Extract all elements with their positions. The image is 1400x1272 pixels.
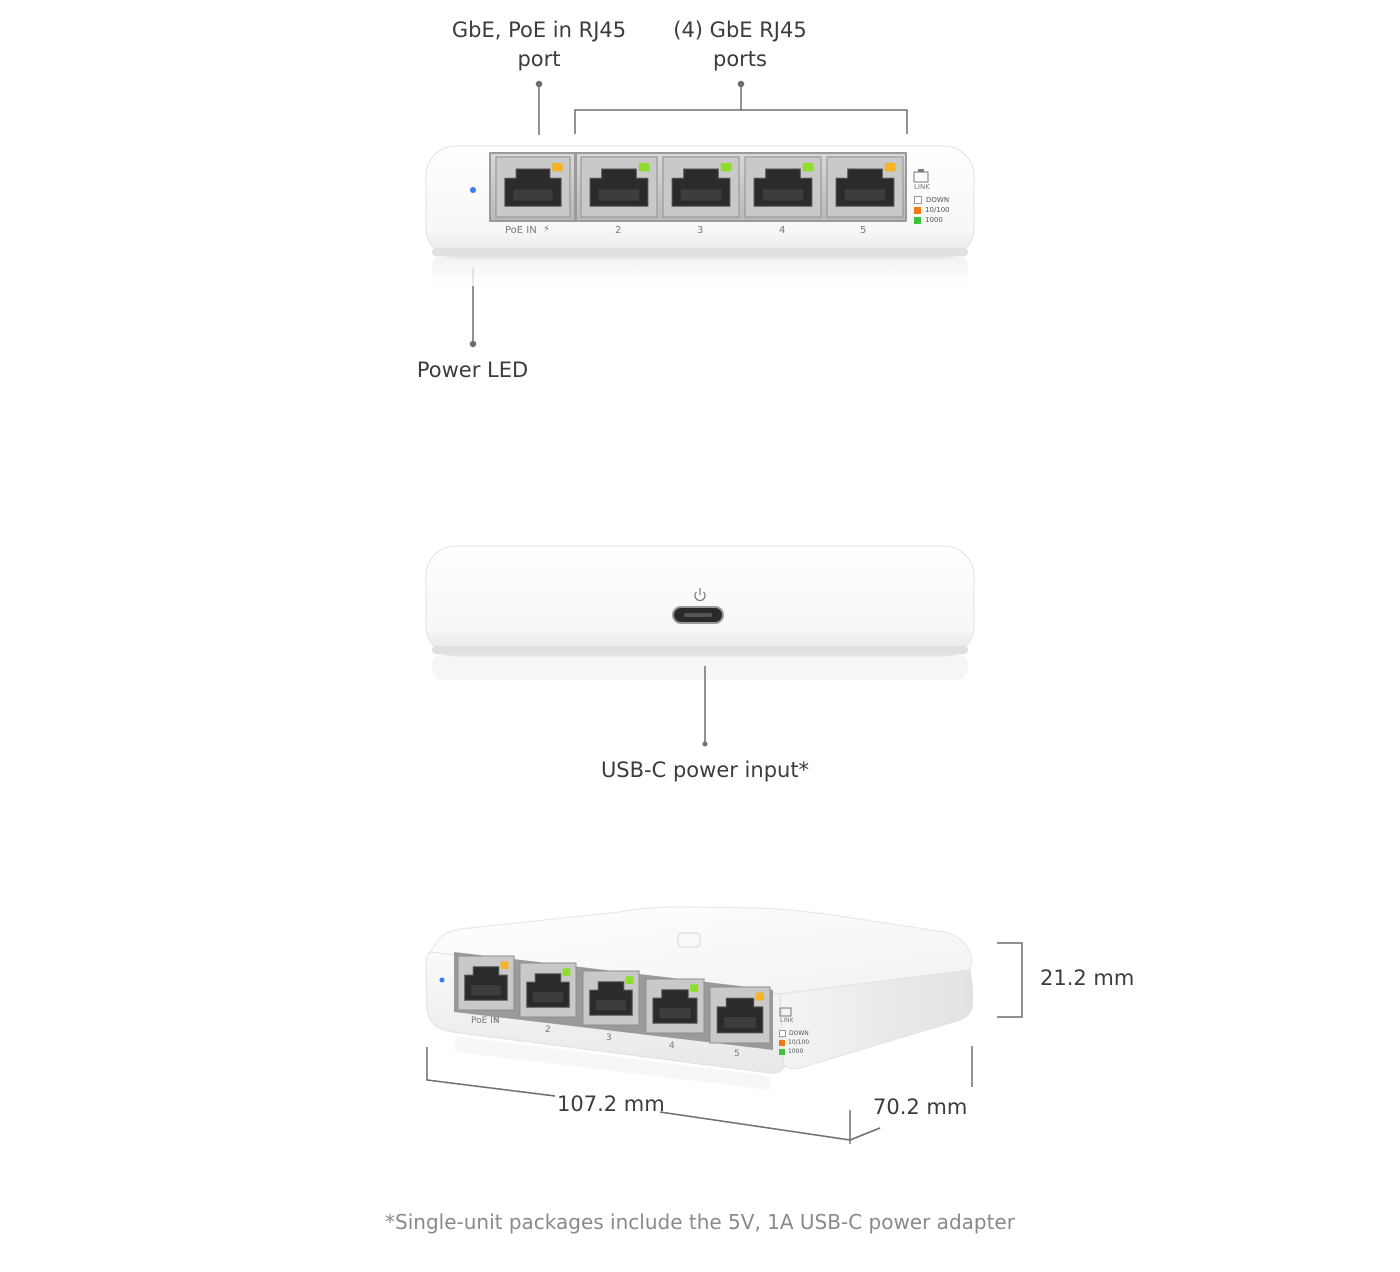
angled-legend-item-1000: 1000: [779, 1047, 809, 1056]
callout-gbe-ports: (4) GbE RJ45 ports: [650, 16, 830, 74]
angled-port-label-5: 5: [734, 1049, 740, 1059]
angled-view-device: [425, 906, 1023, 1144]
angled-legend-title: LINK: [780, 1017, 794, 1024]
angled-port-5-led: [755, 992, 764, 1001]
angled-top-face: [429, 906, 973, 995]
ubiquiti-logo-icon: [677, 932, 701, 948]
angled-port-poe-in-led: [500, 961, 509, 969]
angled-legend-item-down: DOWN: [779, 1029, 809, 1038]
front-port-5-led: [884, 163, 896, 172]
front-port-label-3: 3: [697, 225, 704, 236]
callout-gbe-ports-line2: ports: [713, 47, 767, 71]
angled-power-led: [439, 977, 445, 983]
front-legend-list: DOWN 10/100 1000: [914, 195, 950, 225]
front-legend-item-down: DOWN: [914, 195, 950, 205]
callout-gbe-ports-line1: (4) GbE RJ45: [673, 18, 807, 42]
front-port-label-4: 4: [779, 225, 786, 236]
back-view-device: [425, 545, 975, 747]
angled-port-label-3: 3: [606, 1033, 612, 1043]
front-port-label-2: 2: [615, 225, 622, 236]
angled-port-label-poe: PoE IN: [471, 1016, 500, 1026]
callout-poe-port-line2: port: [517, 47, 561, 71]
front-legend-item-100: 10/100: [914, 205, 950, 215]
angled-legend-item-100: 10/100: [779, 1038, 809, 1047]
callout-usb-c: USB-C power input*: [600, 758, 810, 782]
callout-power-led: Power LED: [416, 358, 529, 382]
front-port-label-5: 5: [860, 225, 867, 236]
angled-port-label-2: 2: [545, 1025, 551, 1035]
dimension-width: 107.2 mm: [557, 1092, 665, 1116]
front-port-4: [744, 156, 822, 218]
front-port-3-led: [720, 163, 732, 172]
bolt-icon: ⚡: [543, 224, 551, 235]
power-icon: [694, 588, 706, 602]
dimension-depth: 70.2 mm: [873, 1095, 968, 1119]
front-legend-item-1000: 1000: [914, 215, 950, 225]
front-port-poe-in-led: [552, 163, 563, 172]
angled-legend-list: DOWN 10/100 1000: [779, 1029, 809, 1056]
front-port-label-poe: PoE IN: [505, 225, 537, 236]
front-legend: [913, 169, 929, 183]
angled-port-label-4: 4: [669, 1041, 675, 1051]
angled-side-face: [779, 969, 974, 1070]
dimension-height: 21.2 mm: [1040, 966, 1135, 990]
power-led: [470, 187, 476, 193]
callout-poe-port: GbE, PoE in RJ45 port: [440, 16, 638, 74]
front-port-4-led: [802, 163, 814, 172]
footnote: *Single-unit packages include the 5V, 1A…: [385, 1210, 1015, 1234]
angled-port-4: [645, 978, 705, 1034]
front-port-2-led: [638, 163, 650, 172]
front-legend-title: LINK: [914, 183, 930, 191]
callout-poe-port-line1: GbE, PoE in RJ45: [451, 18, 627, 42]
angled-port-3-led: [625, 976, 634, 984]
angled-port-4-led: [690, 984, 699, 992]
angled-port-2-led: [562, 968, 571, 976]
front-view-device: [425, 80, 975, 348]
angled-bolt-icon: ⚡: [493, 1016, 500, 1026]
